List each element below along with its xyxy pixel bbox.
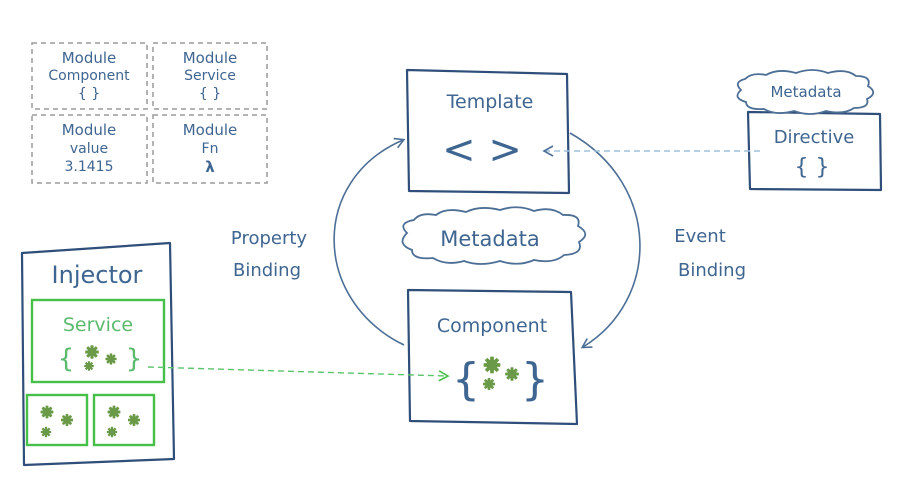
property-binding-line2: Binding — [233, 260, 301, 281]
center-metadata-cloud: Metadata — [401, 206, 587, 265]
module-value-name: value — [70, 141, 108, 157]
module-value-symbol: 3.1415 — [65, 159, 114, 175]
service-to-component-arrow — [147, 366, 450, 382]
template-symbol: < > — [442, 127, 522, 173]
instance-1-gears-icon — [40, 405, 73, 438]
event-binding-line1: Event — [674, 226, 726, 247]
module-component-title: Module — [62, 49, 117, 67]
component-brace-right: } — [521, 354, 549, 405]
module-grid: Module Component { } Module Service { } … — [31, 42, 268, 184]
component-title: Component — [437, 315, 547, 337]
module-component-name: Component — [48, 68, 130, 84]
module-service-box — [152, 42, 268, 110]
event-binding-arrow — [569, 132, 641, 349]
module-fn-title: Module — [183, 121, 238, 139]
injector-instance-box-1 — [25, 393, 89, 447]
module-fn-name: Fn — [202, 141, 219, 157]
module-value-title: Module — [62, 121, 117, 139]
injector-service-brace-left: { — [58, 344, 75, 374]
directive-symbol: { } — [795, 155, 830, 180]
property-binding-arrow — [333, 137, 406, 346]
injector-instance-box-2 — [92, 393, 156, 447]
directive-metadata-label: Metadata — [770, 83, 841, 101]
component-outline — [406, 288, 579, 426]
template-outline — [405, 68, 571, 195]
directive-group: Metadata Directive { } — [736, 69, 883, 192]
component-gears-icon — [483, 356, 519, 390]
module-value-box — [31, 114, 148, 184]
service-gears-icon — [84, 345, 117, 371]
module-service-name: Service — [184, 68, 236, 84]
injector-title: Injector — [52, 261, 143, 289]
module-component-symbol: { } — [78, 86, 100, 102]
template-box: Template < > — [405, 68, 571, 195]
module-component-box — [31, 42, 148, 110]
injector-group: Injector Service { } — [20, 241, 176, 467]
center-metadata-label: Metadata — [440, 227, 539, 251]
directive-title: Directive — [774, 127, 855, 148]
event-binding-line2: Binding — [678, 260, 746, 281]
instance-2-gears-icon — [106, 405, 140, 438]
template-title: Template — [446, 91, 534, 113]
injector-service-title: Service — [63, 314, 133, 336]
module-fn-symbol: λ — [205, 158, 215, 176]
property-binding-line1: Property — [231, 228, 308, 249]
module-fn-box — [152, 114, 268, 184]
component-box: Component { } — [406, 288, 579, 426]
injector-service-brace-right: } — [126, 344, 143, 374]
injector-outline — [20, 241, 176, 467]
injector-service-box — [30, 298, 166, 384]
module-service-symbol: { } — [199, 86, 221, 102]
component-brace-left: { — [452, 354, 480, 405]
directive-metadata-cloud — [736, 69, 875, 115]
module-service-title: Module — [183, 49, 238, 67]
center-metadata-outline — [401, 206, 587, 265]
directive-outline — [746, 110, 883, 192]
